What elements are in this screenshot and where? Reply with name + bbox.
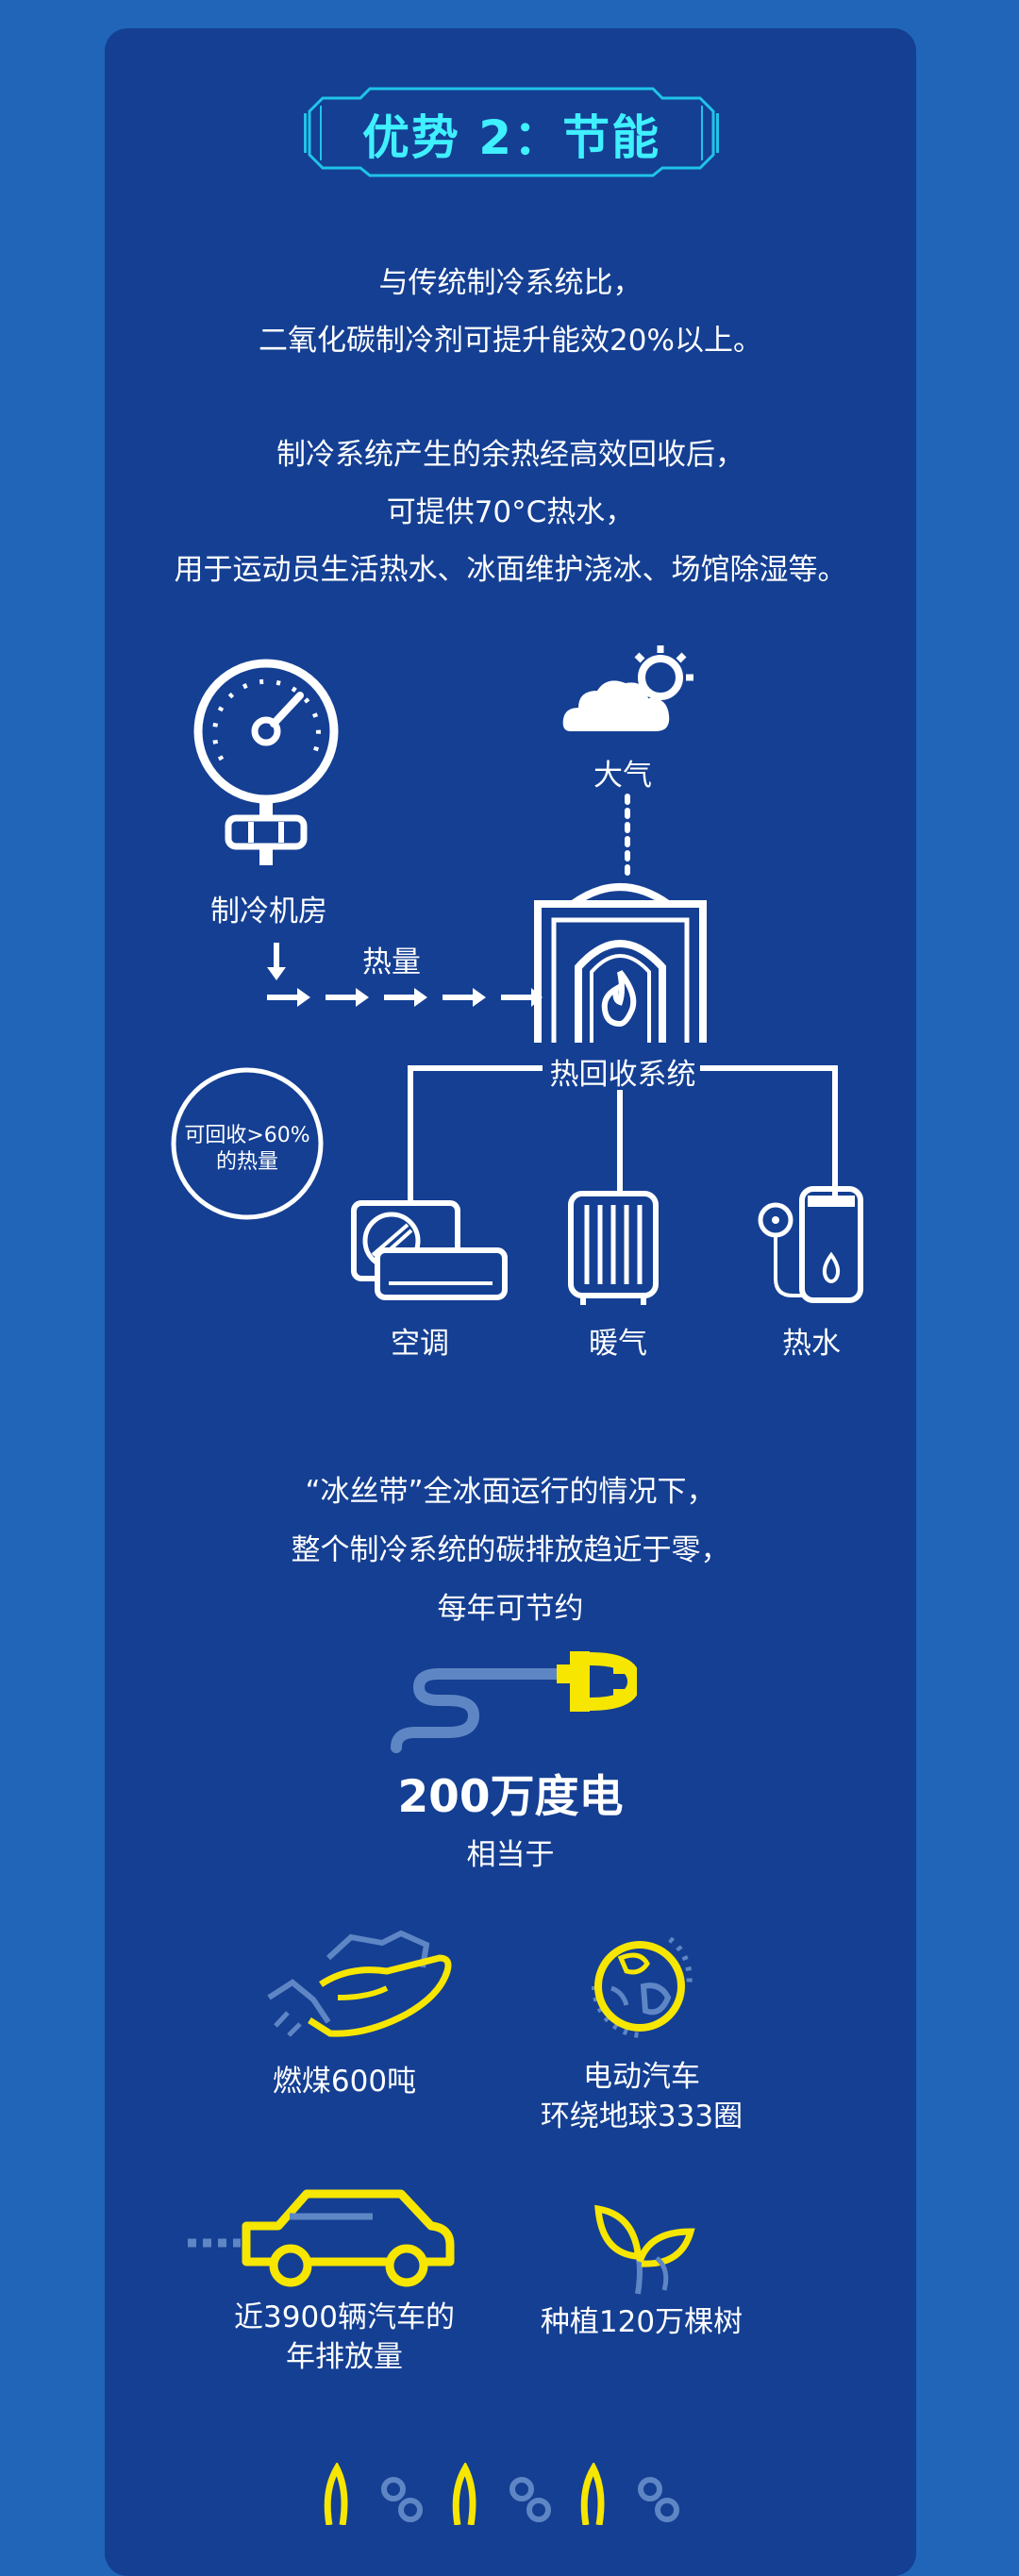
air-conditioner-icon: [351, 1200, 508, 1300]
recovery-system-label: 热回收系统: [549, 1058, 696, 1092]
equivalent-item: 种植120万棵树: [540, 2305, 743, 2339]
heat-label: 热量: [362, 945, 421, 979]
dotted-connector: [625, 794, 630, 882]
title-frame: [304, 87, 719, 177]
water-heater-icon: [758, 1186, 863, 1303]
car-icon: [188, 2189, 455, 2287]
savings-line: 整个制冷系统的碳排放趋近于零，: [291, 1533, 730, 1567]
equivalent-item-line: 年排放量: [286, 2340, 403, 2374]
equivalent-item: 近3900辆汽车的 年排放量: [217, 2298, 472, 2377]
output-label: 热水: [782, 1327, 841, 1361]
intro-paragraph-2: 制冷系统产生的余热经高效回收后， 可提供70°C热水， 用于运动员生活热水、冰面…: [105, 427, 916, 599]
intro-line: 与传统制冷系统比，: [378, 266, 643, 300]
section-title: 优势 2：节能: [361, 110, 661, 165]
content-card: [105, 28, 916, 2576]
recovery-badge-line: 可回收>60%: [184, 1124, 310, 1147]
equivalent-item-line: 近3900辆汽车的: [234, 2300, 455, 2334]
equivalent-item-line: 环绕地球333圈: [540, 2099, 743, 2133]
sprout-icon: [594, 2204, 695, 2295]
equivalent-label: 相当于: [466, 1838, 555, 1872]
intro-paragraph-1: 与传统制冷系统比， 二氧化碳制冷剂可提升能效20%以上。: [105, 255, 916, 370]
recovery-badge-circle: [171, 1067, 324, 1220]
intro-line: 制冷系统产生的余热经高效回收后，: [276, 438, 744, 472]
recovery-badge-line: 的热量: [215, 1150, 278, 1174]
savings-amount: 200万度电: [397, 1771, 624, 1823]
equivalent-item: 电动汽车 环绕地球333圈: [514, 2057, 769, 2136]
atmosphere-label: 大气: [593, 759, 652, 793]
radiator-icon: [568, 1191, 659, 1305]
globe-leaf-icon: [592, 1936, 693, 2038]
coal-hand-icon: [267, 1930, 452, 2037]
leaves-decoration-icon: [324, 2463, 679, 2525]
intro-line: 可提供70°C热水，: [386, 495, 635, 529]
machine-room-label: 制冷机房: [210, 895, 327, 928]
equivalent-item: 燃煤600吨: [272, 2065, 417, 2099]
heat-flow-arrows: [267, 943, 543, 1007]
equivalent-item-line: 电动汽车: [583, 2060, 700, 2094]
output-label: 空调: [391, 1327, 449, 1361]
intro-line: 二氧化碳制冷剂可提升能效20%以上。: [259, 324, 762, 358]
intro-line: 用于运动员生活热水、冰面维护浇冰、场馆除湿等。: [174, 553, 847, 587]
distribution-lines: [408, 1065, 838, 1203]
output-label: 暖气: [589, 1327, 647, 1361]
savings-line: 每年可节约: [437, 1592, 584, 1626]
pressure-gauge-icon: [193, 659, 339, 865]
power-plug-icon: [391, 1651, 637, 1753]
recovery-badge: 可回收>60% 的热量: [168, 1123, 326, 1176]
savings-paragraph: “冰丝带”全冰面运行的情况下， 整个制冷系统的碳排放趋近于零， 每年可节约: [105, 1463, 916, 1638]
savings-line: “冰丝带”全冰面运行的情况下，: [305, 1475, 716, 1509]
heat-recovery-furnace-icon: [534, 883, 707, 1043]
cloud-sun-icon: [562, 645, 693, 731]
